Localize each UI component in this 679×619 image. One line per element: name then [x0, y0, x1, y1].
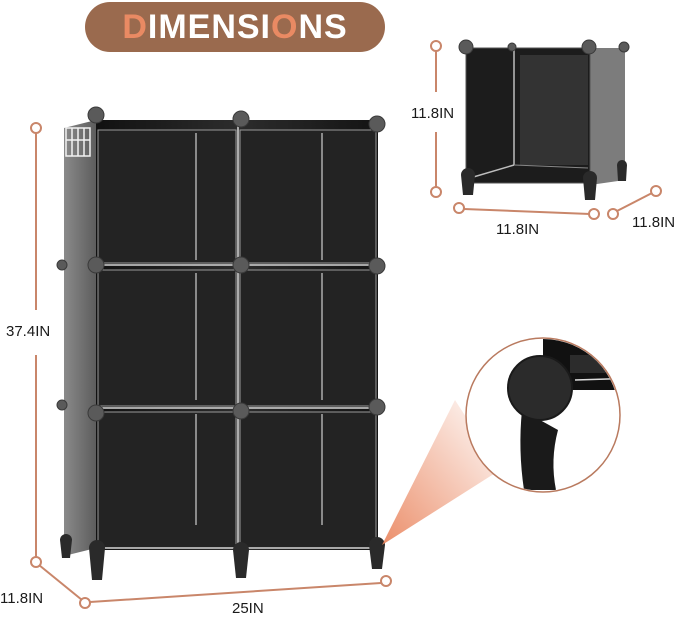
- main-width-label: 25IN: [232, 600, 264, 617]
- main-height-label: 37.4IN: [6, 323, 51, 340]
- connector-icons: [56, 106, 386, 422]
- banner-title-part-3: O: [271, 7, 299, 46]
- main-depth-label: 11.8IN: [0, 590, 44, 607]
- banner-title-part-1: D: [122, 7, 148, 46]
- cube-width-label: 11.8IN: [496, 221, 540, 238]
- cube-depth-label: 11.8IN: [632, 214, 676, 231]
- banner-title-part-4: NS: [298, 7, 348, 46]
- side-rack-icon: [65, 127, 91, 157]
- foot-icons: [60, 534, 385, 580]
- main-dimension-lines: [30, 122, 392, 609]
- detail-callout: [465, 337, 621, 493]
- dimensions-banner: D IMENSI O NS: [85, 2, 385, 52]
- cube-dimension-lines: [430, 40, 662, 220]
- cube-height-label: 11.8IN: [411, 105, 455, 122]
- banner-title-part-2: IMENSI: [147, 7, 271, 46]
- single-cube: [458, 39, 630, 200]
- main-unit: [56, 106, 386, 580]
- banner-title: D IMENSI O NS: [122, 8, 347, 47]
